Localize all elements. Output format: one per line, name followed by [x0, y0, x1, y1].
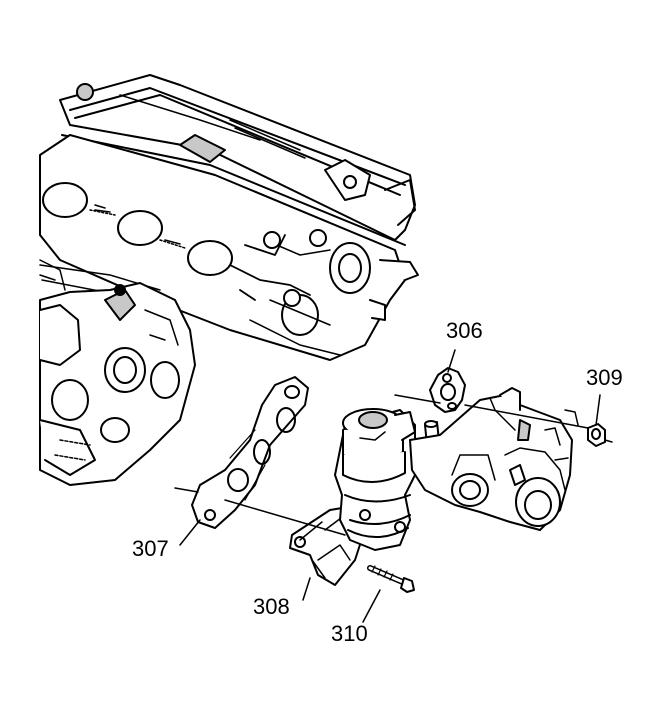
engine-block-left — [39, 259, 196, 486]
leader-lines — [174, 349, 613, 623]
callout-306: 306 — [446, 318, 483, 343]
egr-valve-assembly — [289, 387, 579, 586]
callout-309: 309 — [586, 365, 623, 390]
nut-309 — [587, 423, 606, 447]
callout-307: 307 — [132, 536, 169, 561]
callout-310: 310 — [331, 621, 368, 646]
callout-308: 308 — [253, 594, 290, 619]
gasket-307 — [191, 376, 309, 529]
gasket-306 — [429, 367, 466, 413]
bolt-310 — [367, 565, 415, 593]
cylinder-head — [39, 74, 419, 361]
